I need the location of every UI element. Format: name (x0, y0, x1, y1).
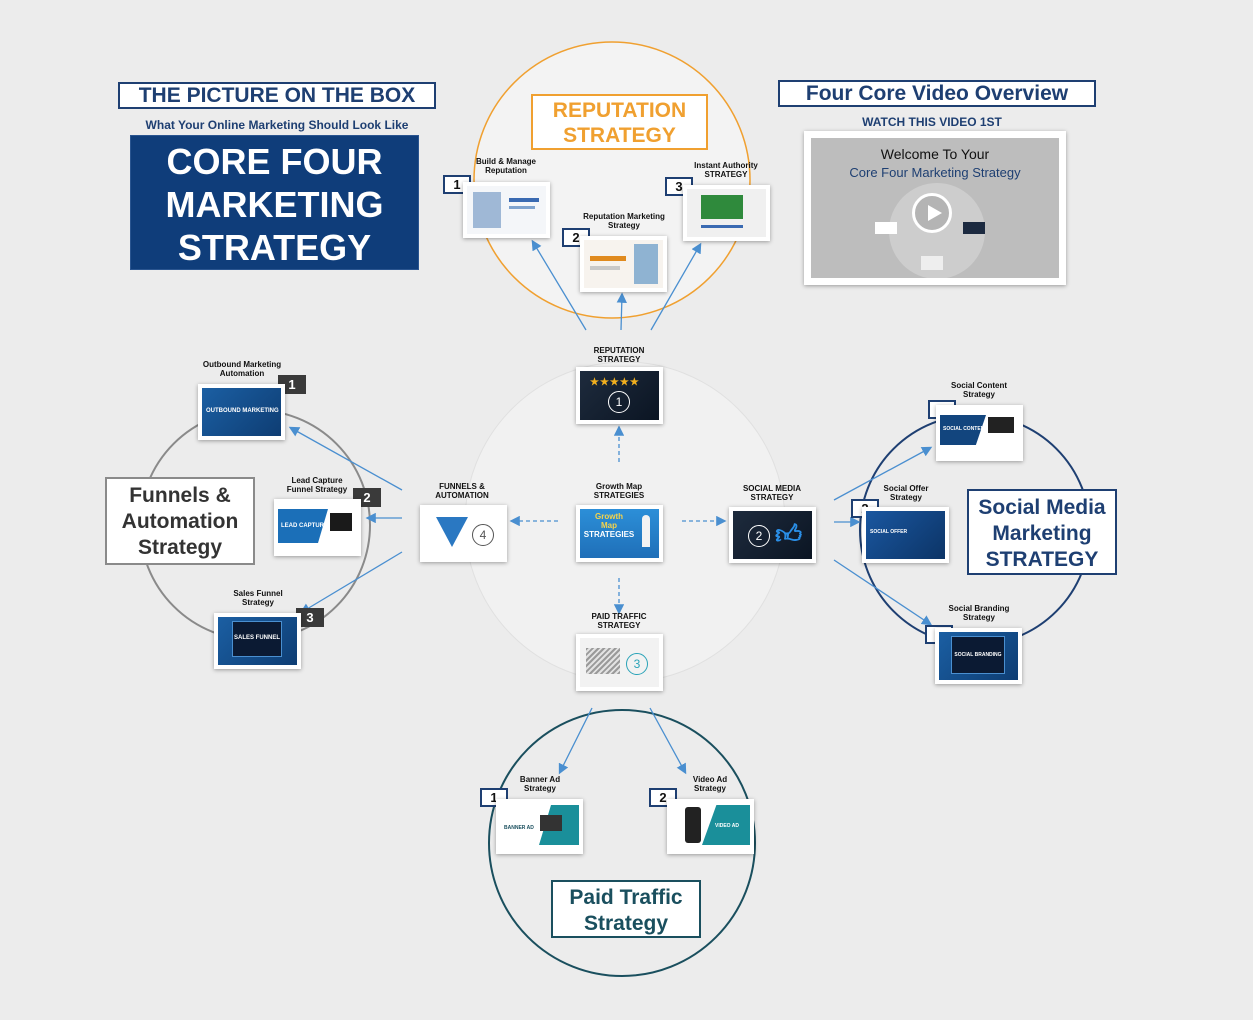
center-reputation-card[interactable]: ★★★★★ 1 (576, 367, 663, 424)
funnels-item1-thumb: OUTBOUND MARKETING (206, 408, 279, 414)
core-four-line2: MARKETING (165, 184, 384, 225)
paid-item1-card[interactable]: BANNER AD (496, 799, 583, 854)
core-four-line3: STRATEGY (177, 227, 372, 268)
social-title-line2: Marketing (992, 522, 1092, 545)
paid-item1-thumb: BANNER AD (504, 825, 534, 831)
funnels-title-line2: Automation (121, 510, 239, 533)
center-growth-card[interactable]: Growth Map STRATEGIES (576, 505, 663, 562)
social-title-line3: STRATEGY (985, 548, 1099, 571)
funnel-icon (436, 517, 468, 547)
paid-title-line2: Strategy (583, 912, 669, 935)
social-item2-thumb: SOCIAL OFFER (870, 529, 908, 535)
social-item2-card[interactable]: SOCIAL OFFER (862, 507, 949, 563)
social-item3-card[interactable]: SOCIAL BRANDING (935, 628, 1022, 684)
social-item1-thumb: SOCIAL CONTENT (943, 426, 988, 432)
funnels-title-line3: Strategy (137, 536, 223, 559)
center-paid-num: 3 (626, 653, 648, 675)
center-funnels-label: FUNNELS &AUTOMATION (435, 482, 489, 500)
core-four-line1: CORE FOUR (166, 141, 383, 182)
growth-thumb-line2: Map (601, 521, 617, 530)
center-reputation-num: 1 (608, 391, 630, 413)
funnels-item3-card[interactable]: SALES FUNNEL (214, 613, 301, 669)
rep-item1-card[interactable] (463, 182, 550, 238)
paid-strategy-title: Paid Traffic Strategy (551, 880, 701, 938)
social-item3-thumb: SOCIAL BRANDING (954, 652, 1002, 658)
social-item1-card[interactable]: SOCIAL CONTENT (936, 405, 1023, 461)
stars-icon: ★★★★★ (590, 377, 640, 388)
center-paid-card[interactable]: 3 (576, 634, 663, 691)
paid-circle (488, 709, 756, 977)
rep-item3-card[interactable] (683, 185, 770, 241)
funnels-title-line1: Funnels & (129, 484, 231, 507)
growth-thumb-line1: Growth (595, 512, 623, 521)
funnels-item2-card[interactable]: LEAD CAPTURE (274, 499, 361, 556)
rocket-icon (642, 515, 650, 547)
thumbs-up-icon: 👍︎ (775, 519, 803, 549)
center-social-card[interactable]: 2 👍︎ (729, 507, 816, 563)
phone-icon (685, 807, 701, 843)
paid-item2-card[interactable]: VIDEO AD (667, 799, 754, 854)
growth-thumb-line3: STRATEGIES (583, 530, 635, 539)
video-player[interactable]: Welcome To Your Core Four Marketing Stra… (804, 131, 1066, 285)
center-funnels-card[interactable]: 4 (420, 505, 507, 562)
center-social-num: 2 (748, 525, 770, 547)
paid-title-line1: Paid Traffic (569, 886, 683, 909)
reputation-title-line1: REPUTATION (552, 99, 687, 122)
center-funnels-num: 4 (472, 524, 494, 546)
funnels-item1-card[interactable]: OUTBOUND MARKETING (198, 384, 285, 440)
social-title-line1: Social Media (978, 496, 1106, 519)
video-title: Four Core Video Overview (778, 80, 1096, 107)
video-line1: Welcome To Your (880, 146, 990, 162)
reputation-title-line2: STRATEGY (563, 124, 676, 147)
video-subtitle: WATCH THIS VIDEO 1ST (862, 115, 1002, 129)
social-strategy-title: Social Media Marketing STRATEGY (967, 489, 1117, 575)
picture-box-subtitle: What Your Online Marketing Should Look L… (145, 118, 409, 132)
reputation-strategy-title: REPUTATION STRATEGY (531, 94, 708, 150)
paid-item2-thumb: VIDEO AD (715, 823, 739, 829)
rep-item2-card[interactable] (580, 236, 667, 292)
core-four-title: CORE FOUR MARKETING STRATEGY (130, 135, 419, 270)
video-line2: Core Four Marketing Strategy (849, 165, 1021, 180)
funnels-strategy-title: Funnels & Automation Strategy (105, 477, 255, 565)
funnels-item3-thumb: SALES FUNNEL (234, 635, 281, 641)
picture-box-title: THE PICTURE ON THE BOX (118, 82, 436, 109)
funnels-item2-thumb: LEAD CAPTURE (281, 523, 329, 529)
play-icon[interactable] (912, 193, 952, 233)
